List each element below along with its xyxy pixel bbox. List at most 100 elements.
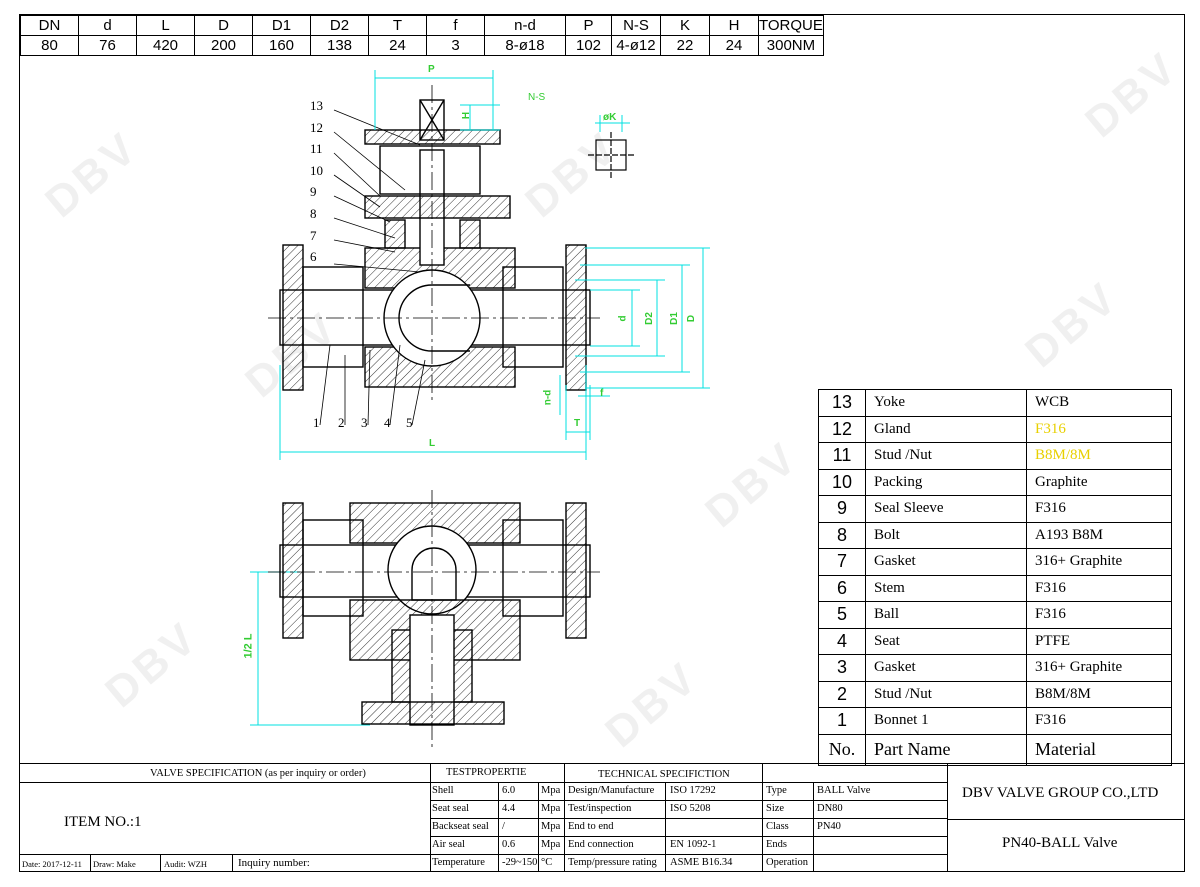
dim-label-t: T [574, 418, 581, 429]
dim-label-d2: D2 [643, 312, 655, 325]
valve-spec-title: VALVE SPECIFICATION (as per inquiry or o… [150, 768, 366, 779]
part-number: 8 [818, 521, 866, 549]
tech-label: Temp/pressure rating [568, 857, 657, 868]
test-unit: Mpa [541, 785, 561, 796]
date-field: Date: 2017-12-11 [22, 859, 82, 869]
dim-value: 8-ø18 [484, 35, 566, 56]
dim-value: 24 [368, 35, 427, 56]
dim-value: 80 [20, 35, 79, 56]
part-name: Gasket [865, 548, 1027, 576]
dim-label-k: øK [603, 112, 617, 123]
dim-value: 160 [252, 35, 311, 56]
part-material: 316+ Graphite [1026, 548, 1172, 576]
test-label: Backseat seal [432, 821, 489, 832]
tech-label: End connection [568, 839, 634, 850]
dim-label-d1: D1 [668, 312, 680, 325]
info-label: Type [766, 785, 787, 796]
dimension-header-row: DN d L D D1 D2 T f n-d P N-S K H TORQUE [20, 15, 824, 36]
dim-label-big-d: D [686, 314, 698, 323]
callout-label: 8 [310, 205, 317, 221]
info-label: Operation [766, 857, 808, 868]
info-label: Class [766, 821, 789, 832]
part-material: Graphite [1026, 468, 1172, 496]
test-unit: Mpa [541, 839, 561, 850]
callout-label: 11 [310, 141, 323, 157]
part-material: F316 [1026, 415, 1172, 443]
tech-value: ISO 17292 [670, 785, 716, 796]
part-material: 316+ Graphite [1026, 654, 1172, 682]
part-number: 3 [818, 654, 866, 682]
tech-label: Design/Manufacture [568, 785, 655, 796]
product-name: PN40-BALL Valve [1002, 835, 1118, 851]
part-number: 1 [818, 707, 866, 735]
part-number: 13 [818, 389, 866, 417]
part-name: Yoke [865, 389, 1027, 417]
test-label: Temperature [432, 857, 485, 868]
callout-column-left: 13 12 11 10 9 8 7 6 [310, 95, 323, 268]
part-material: WCB [1026, 389, 1172, 417]
part-name: Bonnet 1 [865, 707, 1027, 735]
part-number: 5 [818, 601, 866, 629]
item-no: ITEM NO.:1 [64, 814, 142, 830]
part-name: Packing [865, 468, 1027, 496]
part-material: B8M/8M [1026, 680, 1172, 708]
callout-label: 1 [313, 415, 320, 430]
part-name: Ball [865, 601, 1027, 629]
dim-label-p: P [428, 64, 435, 75]
info-value: PN40 [817, 821, 841, 832]
part-material: PTFE [1026, 627, 1172, 655]
part-name: Bolt [865, 521, 1027, 549]
dim-value: 4-ø12 [611, 35, 661, 56]
dim-value: 138 [310, 35, 369, 56]
inquiry-field: Inquiry number: [238, 857, 310, 869]
dimension-table: DN d L D D1 D2 T f n-d P N-S K H TORQUE … [20, 15, 824, 56]
tech-value: ISO 5208 [670, 803, 711, 814]
part-number: 9 [818, 495, 866, 523]
test-title: TESTPROPERTIE [446, 767, 527, 778]
test-unit: Mpa [541, 821, 561, 832]
test-unit: Mpa [541, 803, 561, 814]
draw-field: Draw: Make [93, 859, 136, 869]
test-value: -29~150 [502, 857, 538, 868]
tech-label: Test/inspection [568, 803, 632, 814]
dim-value: 200 [194, 35, 253, 56]
k-detail [588, 132, 634, 178]
dimension-value-row: 80 76 420 200 160 138 24 3 8-ø18 102 4-ø… [20, 35, 824, 56]
part-name: Gasket [865, 654, 1027, 682]
part-number: 7 [818, 548, 866, 576]
test-value: / [502, 821, 505, 832]
parts-header-no: No. [818, 733, 866, 766]
part-material: F316 [1026, 495, 1172, 523]
tech-value: ASME B16.34 [670, 857, 733, 868]
info-label: Ends [766, 839, 787, 850]
company-name: DBV VALVE GROUP CO.,LTD [962, 785, 1159, 801]
callout-label: 10 [310, 162, 323, 178]
tech-title: TECHNICAL SPECIFICTION [598, 769, 730, 780]
part-number: 12 [818, 415, 866, 443]
dim-label-nd: n-d [542, 389, 554, 406]
parts-header-name: Part Name [865, 733, 1027, 766]
bottom-view-section [268, 490, 600, 750]
part-name: Gland [865, 415, 1027, 443]
callout-label: 6 [310, 249, 317, 265]
test-value: 4.4 [502, 803, 516, 814]
part-name: Stud /Nut [865, 680, 1027, 708]
part-number: 4 [818, 627, 866, 655]
audit-field: Audit: WZH [164, 859, 208, 869]
test-value: 0.6 [502, 839, 516, 850]
info-label: Size [766, 803, 785, 814]
part-name: Stud /Nut [865, 442, 1027, 470]
test-label: Air seal [432, 839, 465, 850]
dim-value: 24 [709, 35, 759, 56]
part-material: B8M/8M [1026, 442, 1172, 470]
tech-value: EN 1092-1 [670, 839, 717, 850]
dim-label-l: L [429, 438, 436, 449]
title-block: VALVE SPECIFICATION (as per inquiry or o… [20, 763, 1184, 872]
